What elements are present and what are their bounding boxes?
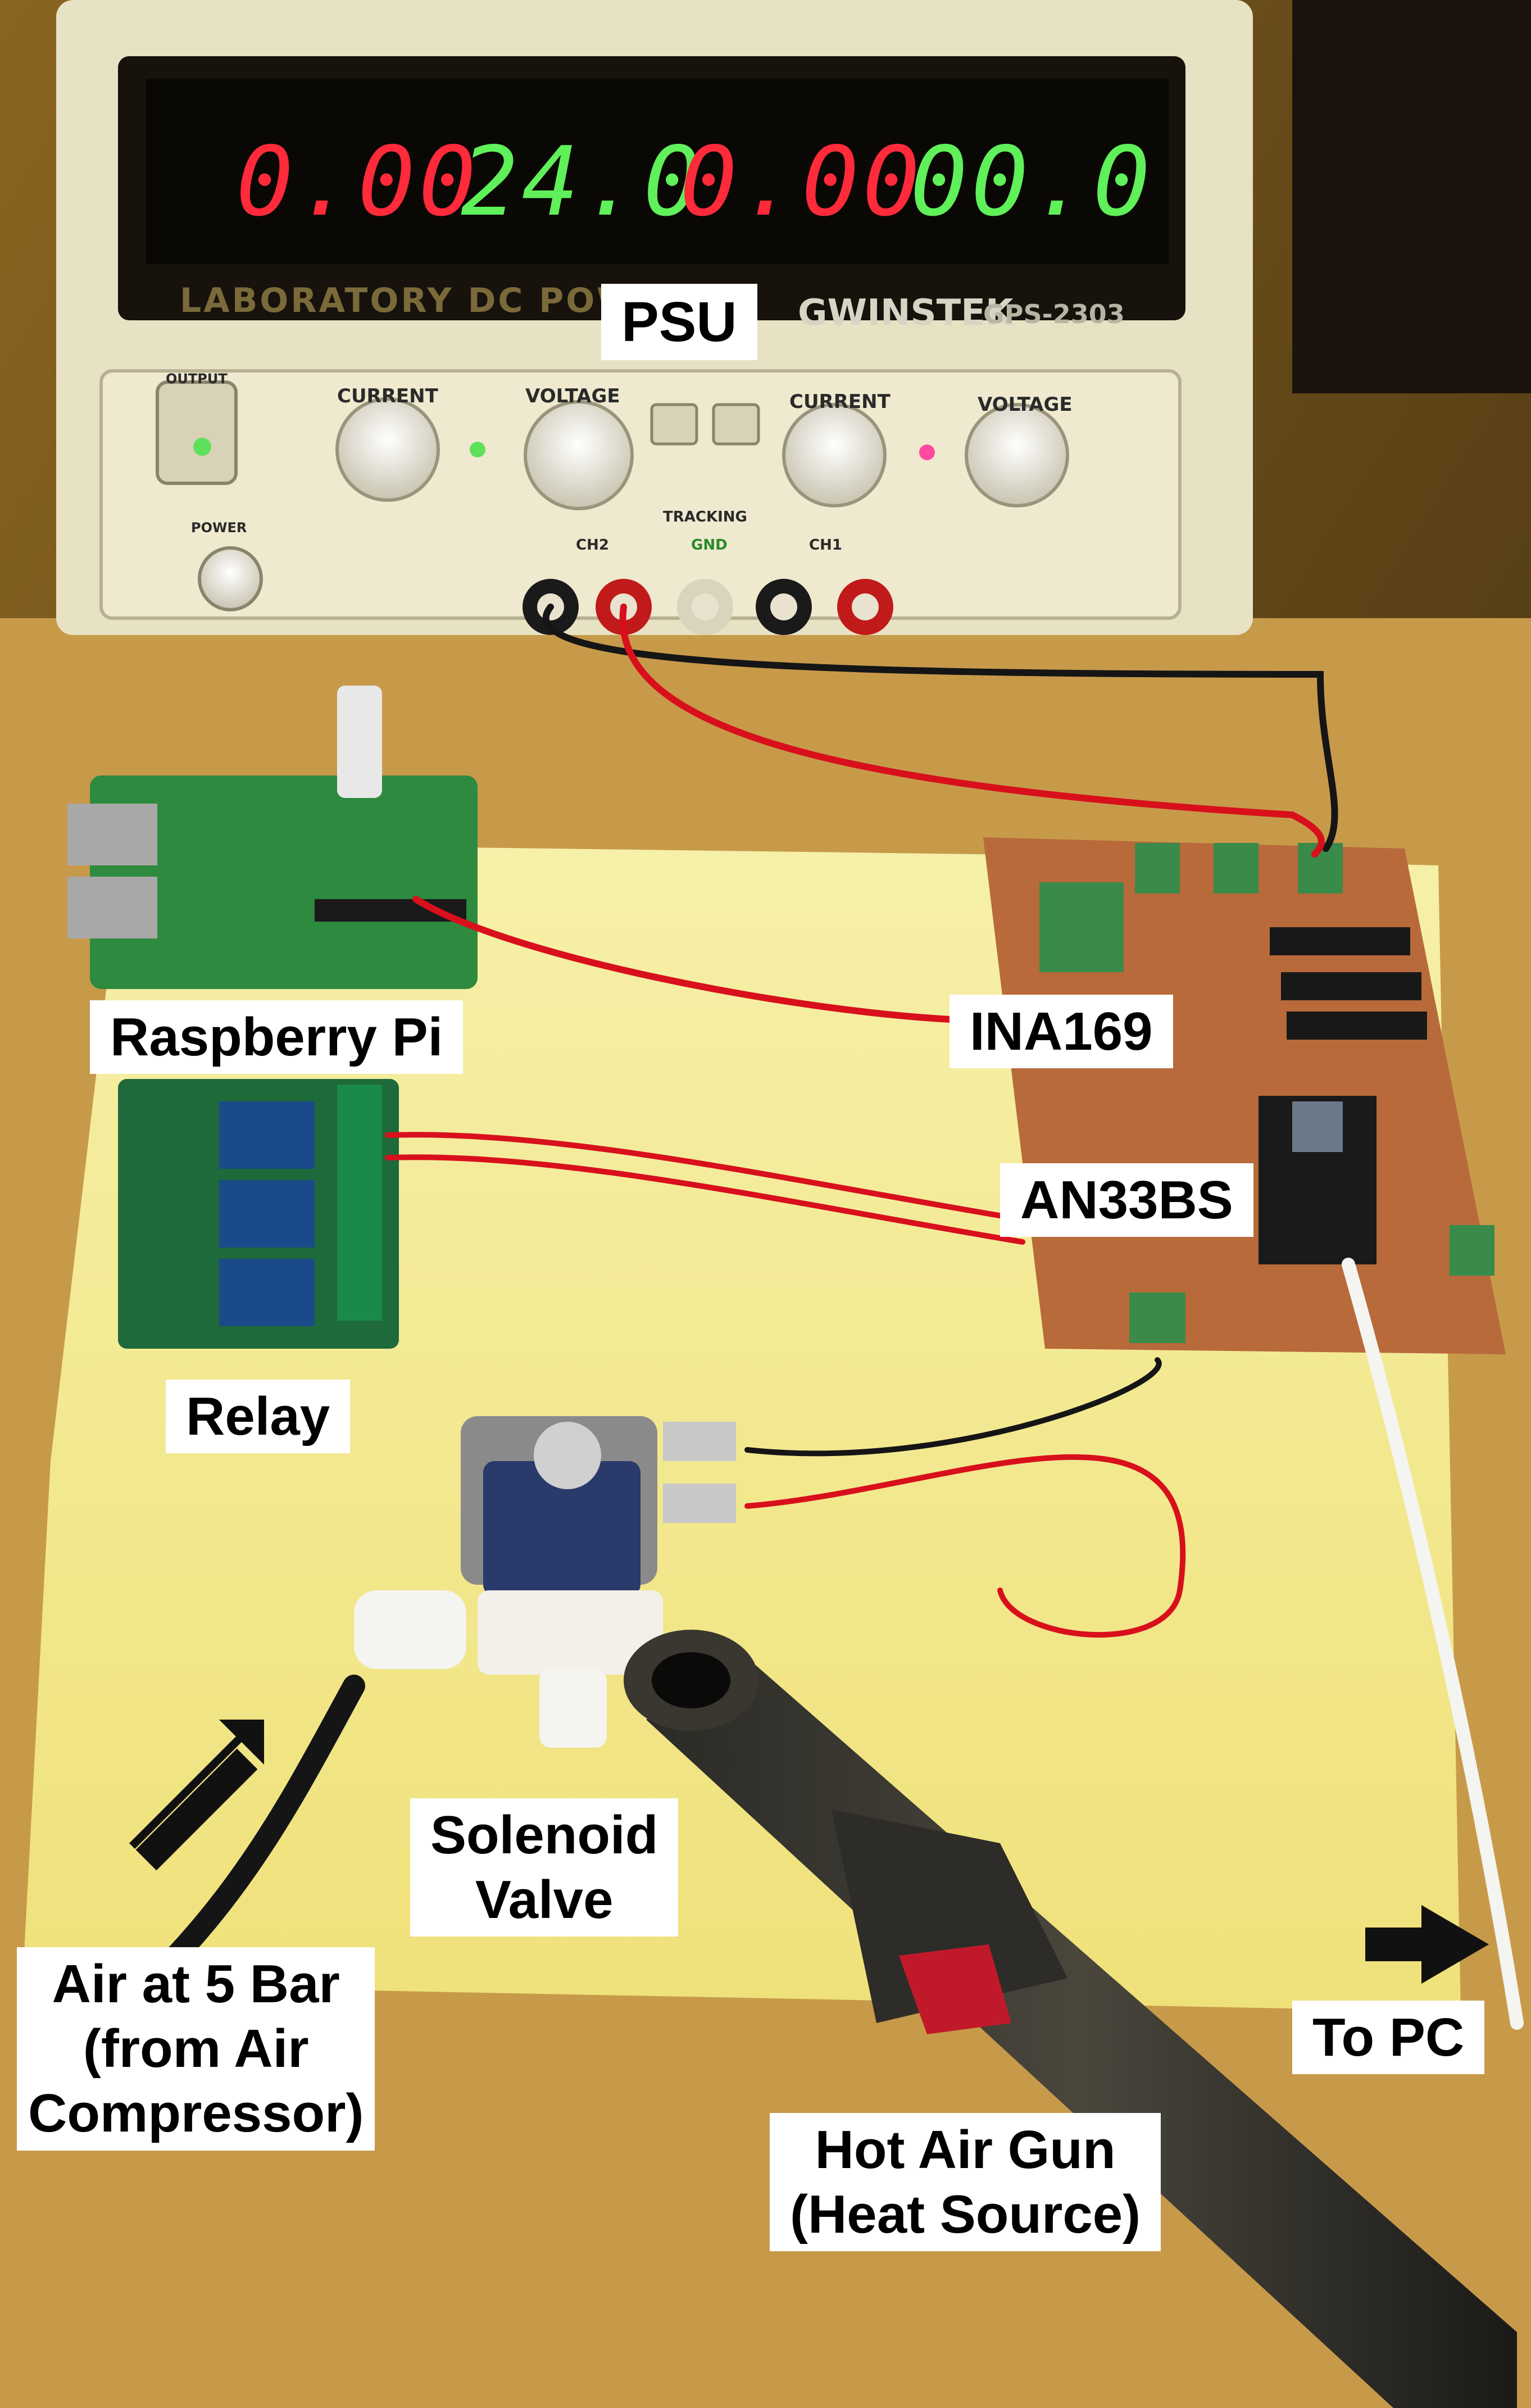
arrow-right-icon xyxy=(1365,1905,1489,1984)
hot-air-gun-label: Hot Air Gun (Heat Source) xyxy=(770,2113,1161,2252)
output-label: OUTPUT xyxy=(166,371,228,387)
ch1-current-display: 0.00 xyxy=(680,126,924,238)
ch2-voltage-knob xyxy=(524,400,634,510)
ch2-current-display: 0.00 xyxy=(236,126,480,238)
knob-label-ch1-current: CURRENT xyxy=(789,391,891,413)
knob-label-ch1-voltage: VOLTAGE xyxy=(978,393,1073,416)
ch1-current-knob xyxy=(782,403,887,507)
tracking-label: TRACKING xyxy=(663,509,747,525)
ch2-voltage-display: 24.0 xyxy=(461,126,705,238)
arrow-up-right-icon xyxy=(129,1720,264,1871)
relay-label: Relay xyxy=(166,1380,351,1454)
power-button xyxy=(198,546,263,611)
raspberry-pi-board xyxy=(67,686,478,989)
psu-brand: GWINSTEK xyxy=(798,292,1014,334)
knob-label-ch2-current: CURRENT xyxy=(337,385,438,407)
terminal-label-ch2: CH2 xyxy=(576,537,609,554)
to-pc-label: To PC xyxy=(1292,2001,1485,2075)
solenoid-valve-label: Solenoid Valve xyxy=(410,1798,679,1937)
solenoid-valve xyxy=(354,1416,736,1748)
relay-board xyxy=(118,1079,399,1349)
power-label: POWER xyxy=(191,520,247,536)
knob-label-ch2-voltage: VOLTAGE xyxy=(525,385,620,407)
hot-air-gun xyxy=(624,1630,1517,2408)
raspberry-pi-label: Raspberry Pi xyxy=(90,1000,464,1074)
an33bs-label: AN33BS xyxy=(1000,1163,1253,1237)
ch1-voltage-knob xyxy=(965,403,1069,507)
ch1-voltage-display: 00.0 xyxy=(910,126,1154,238)
output-button xyxy=(156,380,238,485)
terminal-label-gnd: GND xyxy=(691,537,728,554)
wiring xyxy=(56,604,1524,2062)
ina169-label: INA169 xyxy=(950,995,1173,1069)
psu-model: GPS-2303 xyxy=(983,299,1125,329)
air-supply-label: Air at 5 Bar (from Air Compressor) xyxy=(17,1947,375,2151)
psu-label: PSU xyxy=(601,284,757,360)
terminal-label-ch1: CH1 xyxy=(809,537,842,554)
ch2-current-knob xyxy=(335,397,440,502)
